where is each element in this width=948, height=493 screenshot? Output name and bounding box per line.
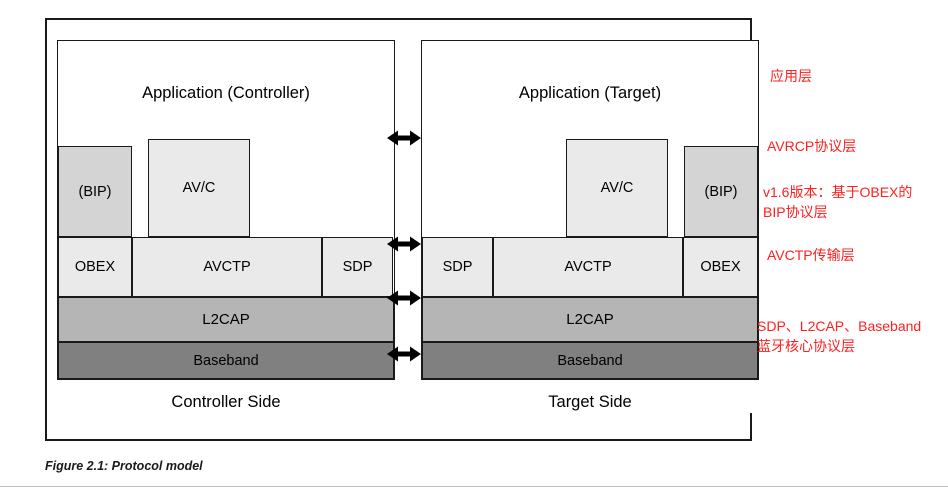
box-l2cap-controller: L2CAP	[58, 297, 394, 342]
application-region-controller: Application (Controller)	[58, 41, 394, 145]
application-region-target: Application (Target)	[422, 41, 758, 145]
box-baseband-target: Baseband	[422, 342, 758, 379]
panel-target-side: Application (Target) AV/C (BIP) SDP AVCT…	[421, 40, 759, 413]
annotation-avrcp-protocol-layer: AVRCP协议层	[767, 138, 857, 154]
box-l2cap-target: L2CAP	[422, 297, 758, 342]
box-bip-controller: (BIP)	[58, 146, 132, 237]
box-baseband-controller: Baseband	[58, 342, 394, 379]
double-arrow-horizontal-icon-baseband	[387, 345, 421, 363]
box-avctp-controller: AVCTP	[132, 237, 322, 297]
application-title-target: Application (Target)	[518, 83, 662, 102]
bottom-divider	[0, 486, 948, 487]
box-avctp-target: AVCTP	[493, 237, 683, 297]
label-controller-side: Controller Side	[171, 393, 281, 411]
double-arrow-horizontal-icon-l2cap	[387, 289, 421, 307]
double-arrow-horizontal-icon-application	[387, 129, 421, 147]
annotation-bluetooth-core-layer: SDP、L2CAP、Baseband 蓝牙核心协议层	[757, 318, 922, 354]
box-sdp-controller: SDP	[322, 237, 393, 297]
figure-caption: Figure 2.1: Protocol model	[45, 459, 203, 473]
box-obex-target: OBEX	[683, 237, 758, 297]
box-obex-controller: OBEX	[58, 237, 132, 297]
figure-outer-frame: Application (Controller) (BIP) AV/C OBEX…	[45, 18, 759, 441]
annotation-application-layer: 应用层	[770, 68, 812, 84]
annotation-avctp-transport-layer: AVCTP传输层	[767, 247, 855, 263]
panel-controller-side: Application (Controller) (BIP) AV/C OBEX…	[57, 40, 395, 413]
application-title-controller: Application (Controller)	[142, 83, 310, 102]
annotation-bip-obex-layer: v1.6版本：基于OBEX的 BIP协议层	[763, 184, 913, 220]
protocol-stack-target: Application (Target) AV/C (BIP) SDP AVCT…	[421, 40, 759, 380]
box-sdp-target: SDP	[422, 237, 493, 297]
box-bip-target: (BIP)	[684, 146, 758, 237]
double-arrow-horizontal-icon-avctp	[387, 235, 421, 253]
label-target-side: Target Side	[548, 393, 632, 411]
protocol-stack-controller: Application (Controller) (BIP) AV/C OBEX…	[57, 40, 395, 380]
box-avc-controller: AV/C	[148, 139, 250, 237]
box-avc-target: AV/C	[566, 139, 668, 237]
